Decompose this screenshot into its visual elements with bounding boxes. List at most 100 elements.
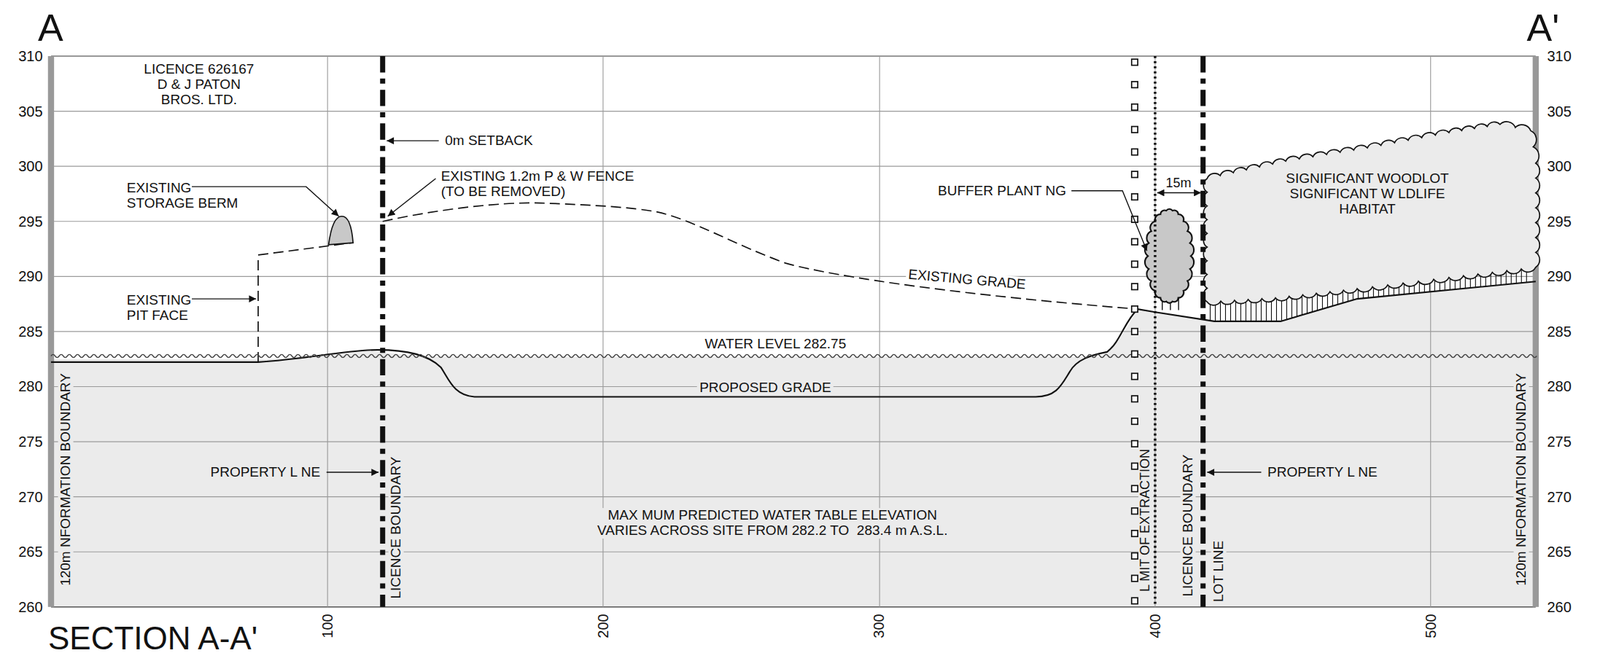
frame-bar [48,56,54,608]
ground-fill [51,281,1536,608]
elevation-tick: 265 [1544,544,1574,561]
extraction-marker [1131,485,1138,492]
drawing-stroke [327,56,329,608]
extraction-marker [1131,350,1138,357]
extraction-marker [1131,508,1138,515]
boundary-label: LICENCE BOUNDARY [387,454,404,601]
property-line-callout: PROPERTY L NE [208,465,324,481]
extraction-marker [1131,328,1138,335]
extraction-marker [1131,373,1138,380]
elevation-tick: 275 [16,433,45,450]
elevation-tick: 310 [1544,48,1574,65]
drawing-stroke [51,110,1536,112]
drawing-stroke [51,331,1536,332]
elevation-tick: 295 [1544,213,1574,230]
drawing-stroke [51,496,1536,498]
drawing-stroke [1071,191,1148,252]
extraction-marker [1131,418,1138,425]
pit-face-callout: EXISTING PIT FACE [124,293,192,324]
existing-grade-line [258,202,1138,362]
drawing-stroke [1154,56,1156,608]
elevation-tick: 280 [16,378,45,395]
buffer-callout: BUFFER PLANT NG [935,183,1069,199]
storage-berm [328,216,354,246]
extraction-marker [1131,575,1138,582]
elevation-tick: 305 [1544,103,1574,120]
elevation-tick: 270 [16,489,45,506]
boundary-label: 120m NFORMATION BOUNDARY [1513,371,1530,589]
fence-note: EXISTING 1.2m P & W FENCE (TO BE REMOVED… [439,169,652,200]
elevation-tick: 285 [1544,323,1574,340]
leader-lines [191,140,1261,473]
drawing-stroke [51,552,1536,553]
extraction-marker [1131,597,1138,604]
drawing-stroke [51,441,1536,443]
grade-label: EXISTING GRADE [905,266,1029,293]
elevation-tick: 260 [1544,599,1574,616]
water-level-label: WATER LEVEL 282.75 [703,336,849,352]
distance-tick: 300 [870,612,887,642]
extraction-marker [1131,81,1138,88]
extraction-marker [1131,463,1138,469]
extraction-marker [1131,126,1138,133]
woodlot-area: SIGNIFICANT WOODLOT SIGNIFICANT W LDLIFE… [1283,171,1452,218]
drawing-stroke [51,55,1536,57]
grade-label: PROPOSED GRADE [697,379,834,396]
extraction-marker [1131,306,1138,313]
drawing-stroke [1157,192,1202,194]
extraction-marker [1131,148,1138,155]
woodlot-text: SIGNIFICANT WOODLOT SIGNIFICANT W LDLIFE… [1283,171,1452,218]
section-letter: A [35,8,66,50]
extraction-marker [1131,261,1138,267]
elevation-tick: 265 [16,544,45,561]
berm-callout: EXISTING STORAGE BERM [124,180,242,212]
elevation-tick: 305 [16,103,45,120]
elevation-tick: 260 [16,599,45,616]
extraction-marker [1131,239,1138,246]
drawn-details [51,59,1540,604]
extraction-marker [1131,530,1138,537]
drawing-stroke [326,471,379,473]
drawing-stroke [386,140,439,141]
distance-tick: 400 [1147,612,1164,642]
distance-tick: 200 [595,612,612,642]
drawing-stroke [191,298,256,299]
extraction-limit-line [1153,56,1156,608]
dimension-text: 15m [1163,176,1194,192]
licence-boundary-line [1200,56,1206,608]
extraction-marker [1131,193,1138,200]
setback-note: 0m SETBACK [442,133,535,149]
extraction-marker [1131,59,1138,65]
woodlot-outline [1203,121,1540,306]
tree-trunk [1220,300,1221,322]
elevation-tick: 280 [1544,378,1574,395]
boundary-label: LOT LINE [1210,538,1226,605]
boundary-label: LICENCE BOUNDARY [1179,452,1196,599]
boundary-label: 120m NFORMATION BOUNDARY [57,371,73,589]
extraction-marker [1131,553,1138,560]
tree-trunk [1521,269,1522,283]
drawing-stroke [1206,471,1261,473]
boundary-label: L MIT OF EXTRACTION [1138,447,1153,595]
water-table-note: MAX MUM PREDICTED WATER TABLE ELEVATION … [594,508,951,539]
drawing-stroke [51,606,1536,608]
extraction-marker [1131,395,1138,402]
water-level-line [51,354,1537,358]
drawing-stroke [387,178,437,217]
buffer-tree [1144,209,1194,304]
licence-note: LICENCE 626167 D & J PATON BROS. LTD. [141,61,257,108]
elevation-tick: 310 [16,48,45,65]
elevation-tick: 290 [1544,268,1574,285]
property-line-callout: PROPERTY L NE [1265,465,1380,481]
distance-tick: 500 [1422,612,1439,642]
elevation-tick: 295 [16,213,45,230]
proposed-grade-line [51,281,1536,397]
section-letter: A' [1524,8,1562,50]
extraction-marker [1131,283,1138,290]
elevation-tick: 300 [16,158,45,175]
elevation-tick: 300 [1544,158,1574,175]
licence-boundary-line [379,56,386,608]
extraction-marker [1131,441,1138,448]
